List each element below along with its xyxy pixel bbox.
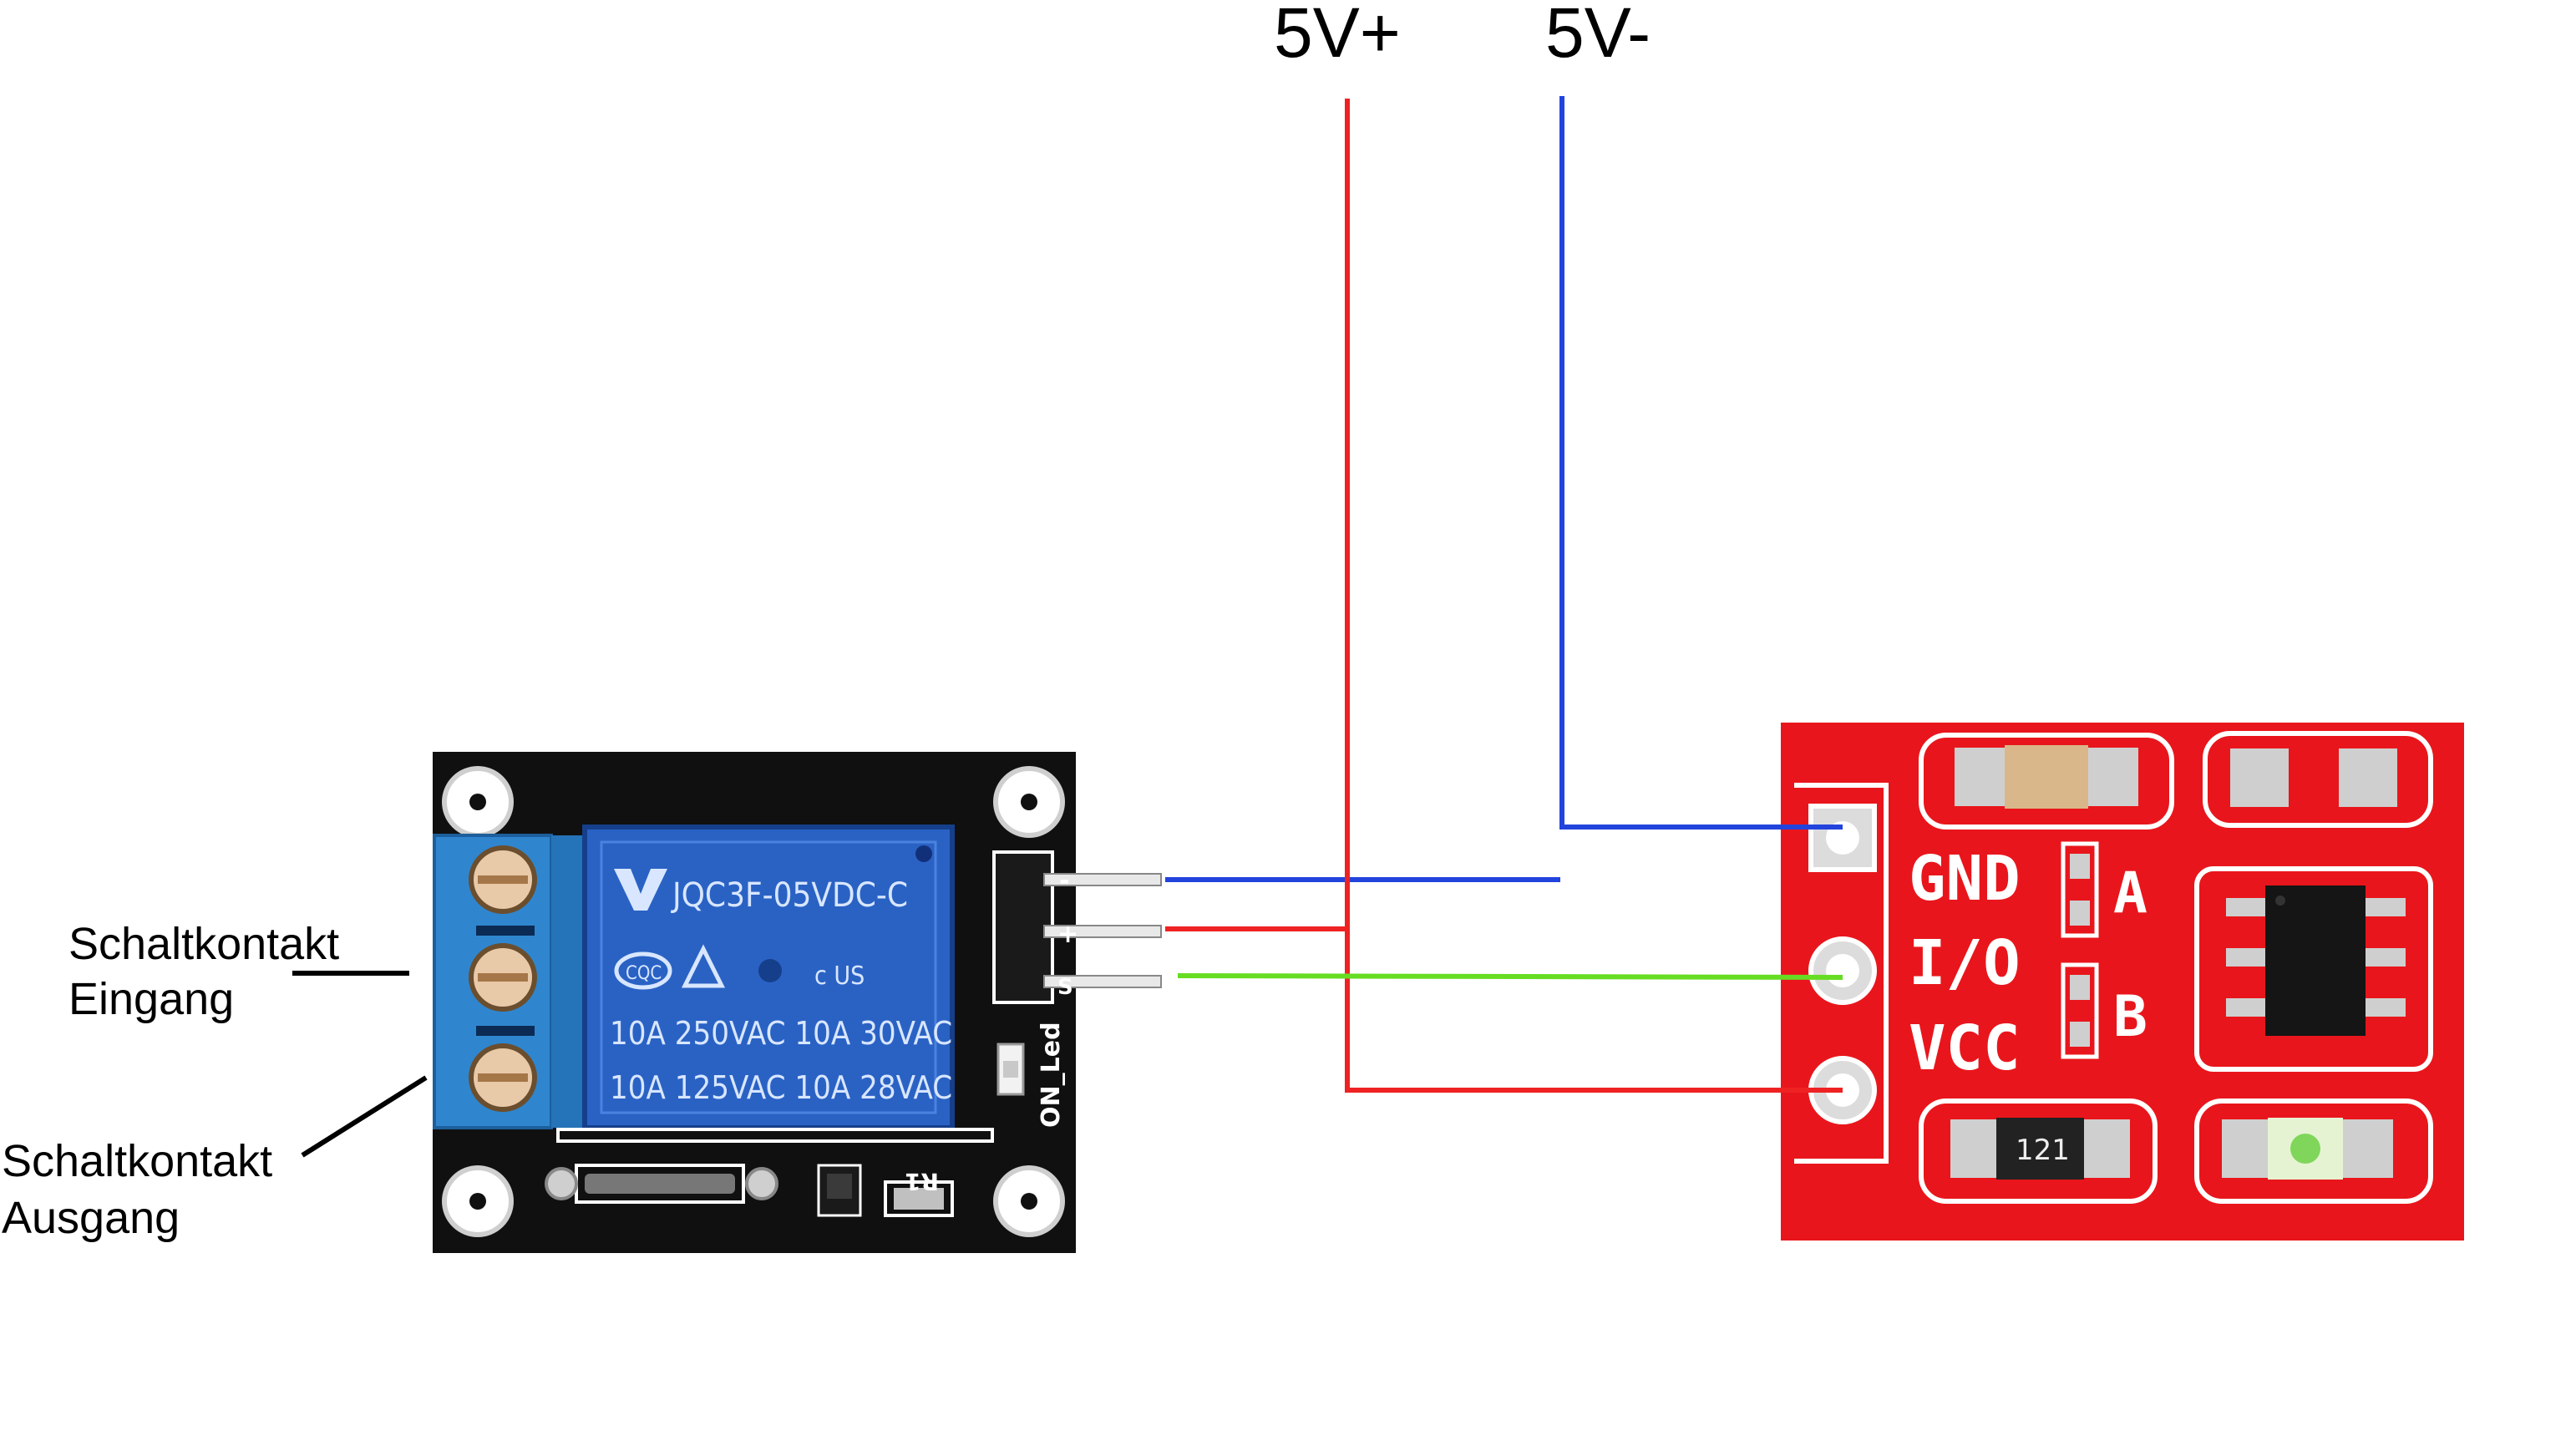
relay-rating-line-1: 10A 250VAC 10A 30VAC: [610, 1015, 952, 1052]
capacitor: [1919, 733, 2174, 830]
touch-resistor: 121: [1919, 1099, 2158, 1204]
on-led: ON_Led: [996, 1022, 1066, 1128]
wire-5v-plus-to-vcc: [1345, 99, 1843, 1093]
touch-led: [2194, 1099, 2433, 1204]
supply-positive-label: 5V+: [1274, 0, 1401, 72]
touch-ic: [2194, 866, 2433, 1072]
relay-logo-icon: [614, 869, 667, 911]
gnd-pin-label: GND: [1909, 843, 2021, 915]
output-contact-label-1: Schaltkontakt: [2, 1136, 272, 1186]
warning-triangle-icon: [681, 944, 726, 988]
relay-module: JQC3F-05VDC-C CQC c US 10A 250VAC 10A 30…: [433, 752, 1162, 1253]
top-right-pads: [2203, 731, 2433, 828]
resistor-r1: R1: [884, 1168, 954, 1217]
jumper-a: [2061, 841, 2099, 938]
wire-signal-to-io: [1177, 973, 1843, 980]
jumper-b: [2061, 962, 2099, 1059]
pin-plus-label: +: [1057, 920, 1078, 949]
pin-minus-label: -: [1059, 866, 1069, 896]
cqc-mark: CQC: [626, 963, 662, 984]
pin-signal-label: S: [1057, 975, 1073, 1000]
resistor-label: R1: [905, 1168, 939, 1195]
relay-pin-header: - + S: [992, 850, 1162, 1004]
relay-mounting-holes: [442, 766, 1065, 1237]
relay-terminal-block: [433, 834, 585, 1129]
resistor-code: 121: [2016, 1134, 2070, 1167]
input-contact-label-2: Eingang: [68, 974, 234, 1024]
jumper-a-label: A: [2113, 860, 2148, 926]
output-contact-label-2: Ausgang: [2, 1193, 180, 1243]
wire-5v-minus-to-gnd: [1559, 96, 1843, 830]
relay-rating-line-2: 10A 125VAC 10A 28VAC: [610, 1069, 952, 1106]
input-contact-label-1: Schaltkontakt: [68, 919, 339, 969]
vcc-pin-label: VCC: [1909, 1012, 2021, 1084]
relay-model-label: JQC3F-05VDC-C: [671, 876, 908, 915]
io-pin-label: I/O: [1909, 927, 2021, 999]
relay-body: JQC3F-05VDC-C CQC c US 10A 250VAC 10A 30…: [582, 825, 955, 1130]
transistor: [817, 1164, 862, 1217]
screw-terminal-icon: [469, 845, 537, 1112]
output-contact-pointer: [301, 1075, 428, 1158]
supply-negative-label: 5V-: [1545, 0, 1651, 72]
flyback-diode: [545, 1164, 778, 1204]
led-label: ON_Led: [1037, 1022, 1066, 1128]
ul-mark: c US: [814, 962, 865, 991]
touch-module: GND I/O VCC A B: [1781, 723, 2464, 1241]
touch-pin-pads: [1808, 804, 1877, 1124]
wires: [1165, 96, 1843, 1093]
jumper-b-label: B: [2113, 984, 2148, 1050]
